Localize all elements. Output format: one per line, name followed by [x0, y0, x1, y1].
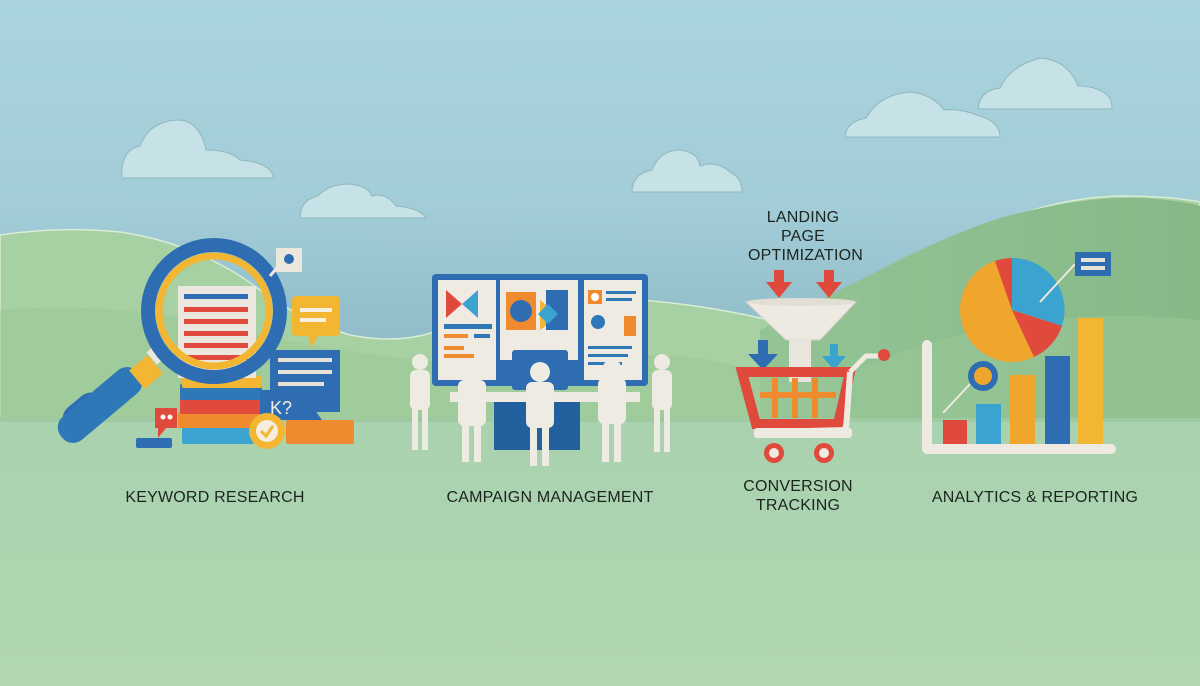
pie-chart-icon [960, 257, 1076, 362]
campaign-management-label: CAMPAIGN MANAGEMENT [446, 489, 654, 506]
keyword-research-label: KEYWORD RESEARCH [125, 489, 305, 506]
arrow-down-icon [766, 270, 842, 298]
checkmark-icon [249, 413, 285, 449]
arrow-down-icon [748, 340, 846, 370]
label-line: CONVERSION [743, 478, 853, 495]
svg-text:K?: K? [270, 398, 292, 418]
speech-bubble-icon [136, 408, 177, 448]
label-line: PAGE [780, 228, 826, 245]
magnifying-glass-icon [57, 238, 287, 443]
label-line: OPTIMIZATION [748, 247, 863, 264]
chat-bubble-icon [292, 296, 340, 348]
cloud-icon [121, 57, 1113, 219]
text-card-icon: K? [260, 350, 340, 420]
legend-card-icon [1075, 252, 1111, 276]
label-line: LANDING [766, 209, 840, 226]
landing-page-optimization-label: LANDING PAGE OPTIMIZATION [748, 208, 863, 265]
shopping-cart-icon [735, 349, 890, 463]
funnel-icon [744, 298, 858, 382]
bar-chart-icon [922, 318, 1116, 454]
analytics-reporting-label: ANALYTICS & REPORTING [931, 489, 1139, 506]
dashboard-panels-icon [432, 274, 648, 386]
conversion-tracking-label: CONVERSION TRACKING [730, 477, 866, 515]
label-line: TRACKING [755, 497, 841, 514]
location-pin-icon [268, 248, 302, 277]
team-people-icon [410, 354, 672, 466]
